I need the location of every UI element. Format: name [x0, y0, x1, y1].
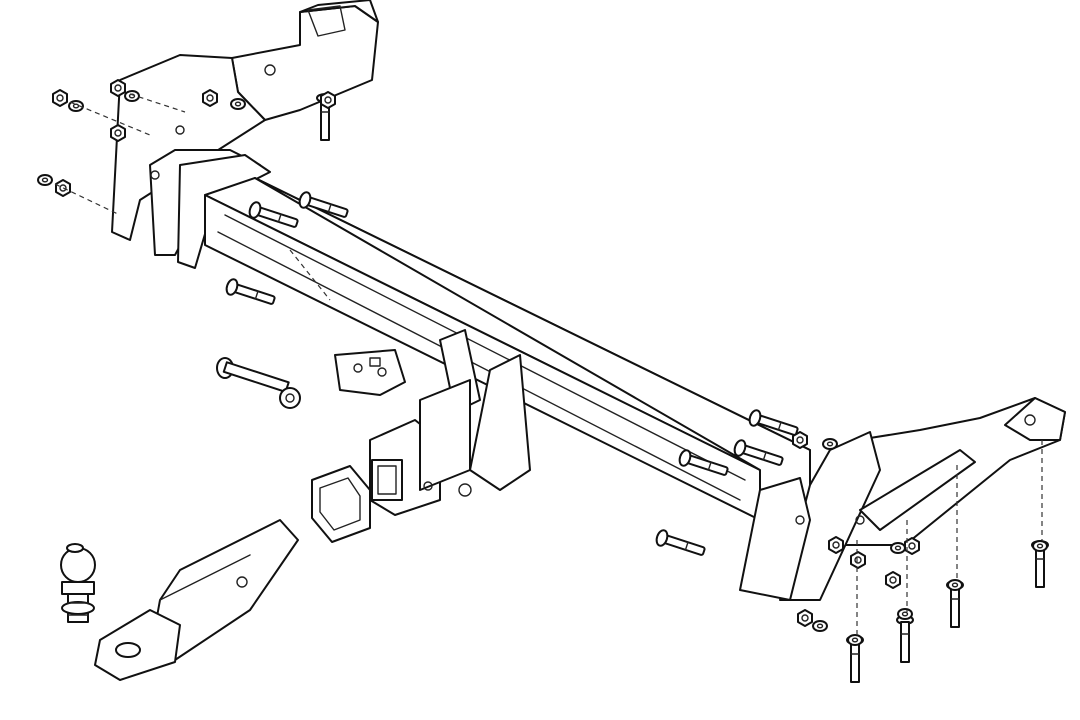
retaining-pin: [216, 357, 301, 409]
tow-ball: [60, 543, 96, 623]
receiver-cover-plate: [311, 465, 371, 543]
drop-shank: [94, 519, 299, 681]
assembly-guide-lines: [54, 93, 1043, 635]
receiver-socket: [369, 329, 531, 516]
electrical-socket-plate: [334, 349, 406, 396]
main-cross-beam: [204, 177, 811, 521]
right-side-bracket: [739, 397, 1066, 601]
